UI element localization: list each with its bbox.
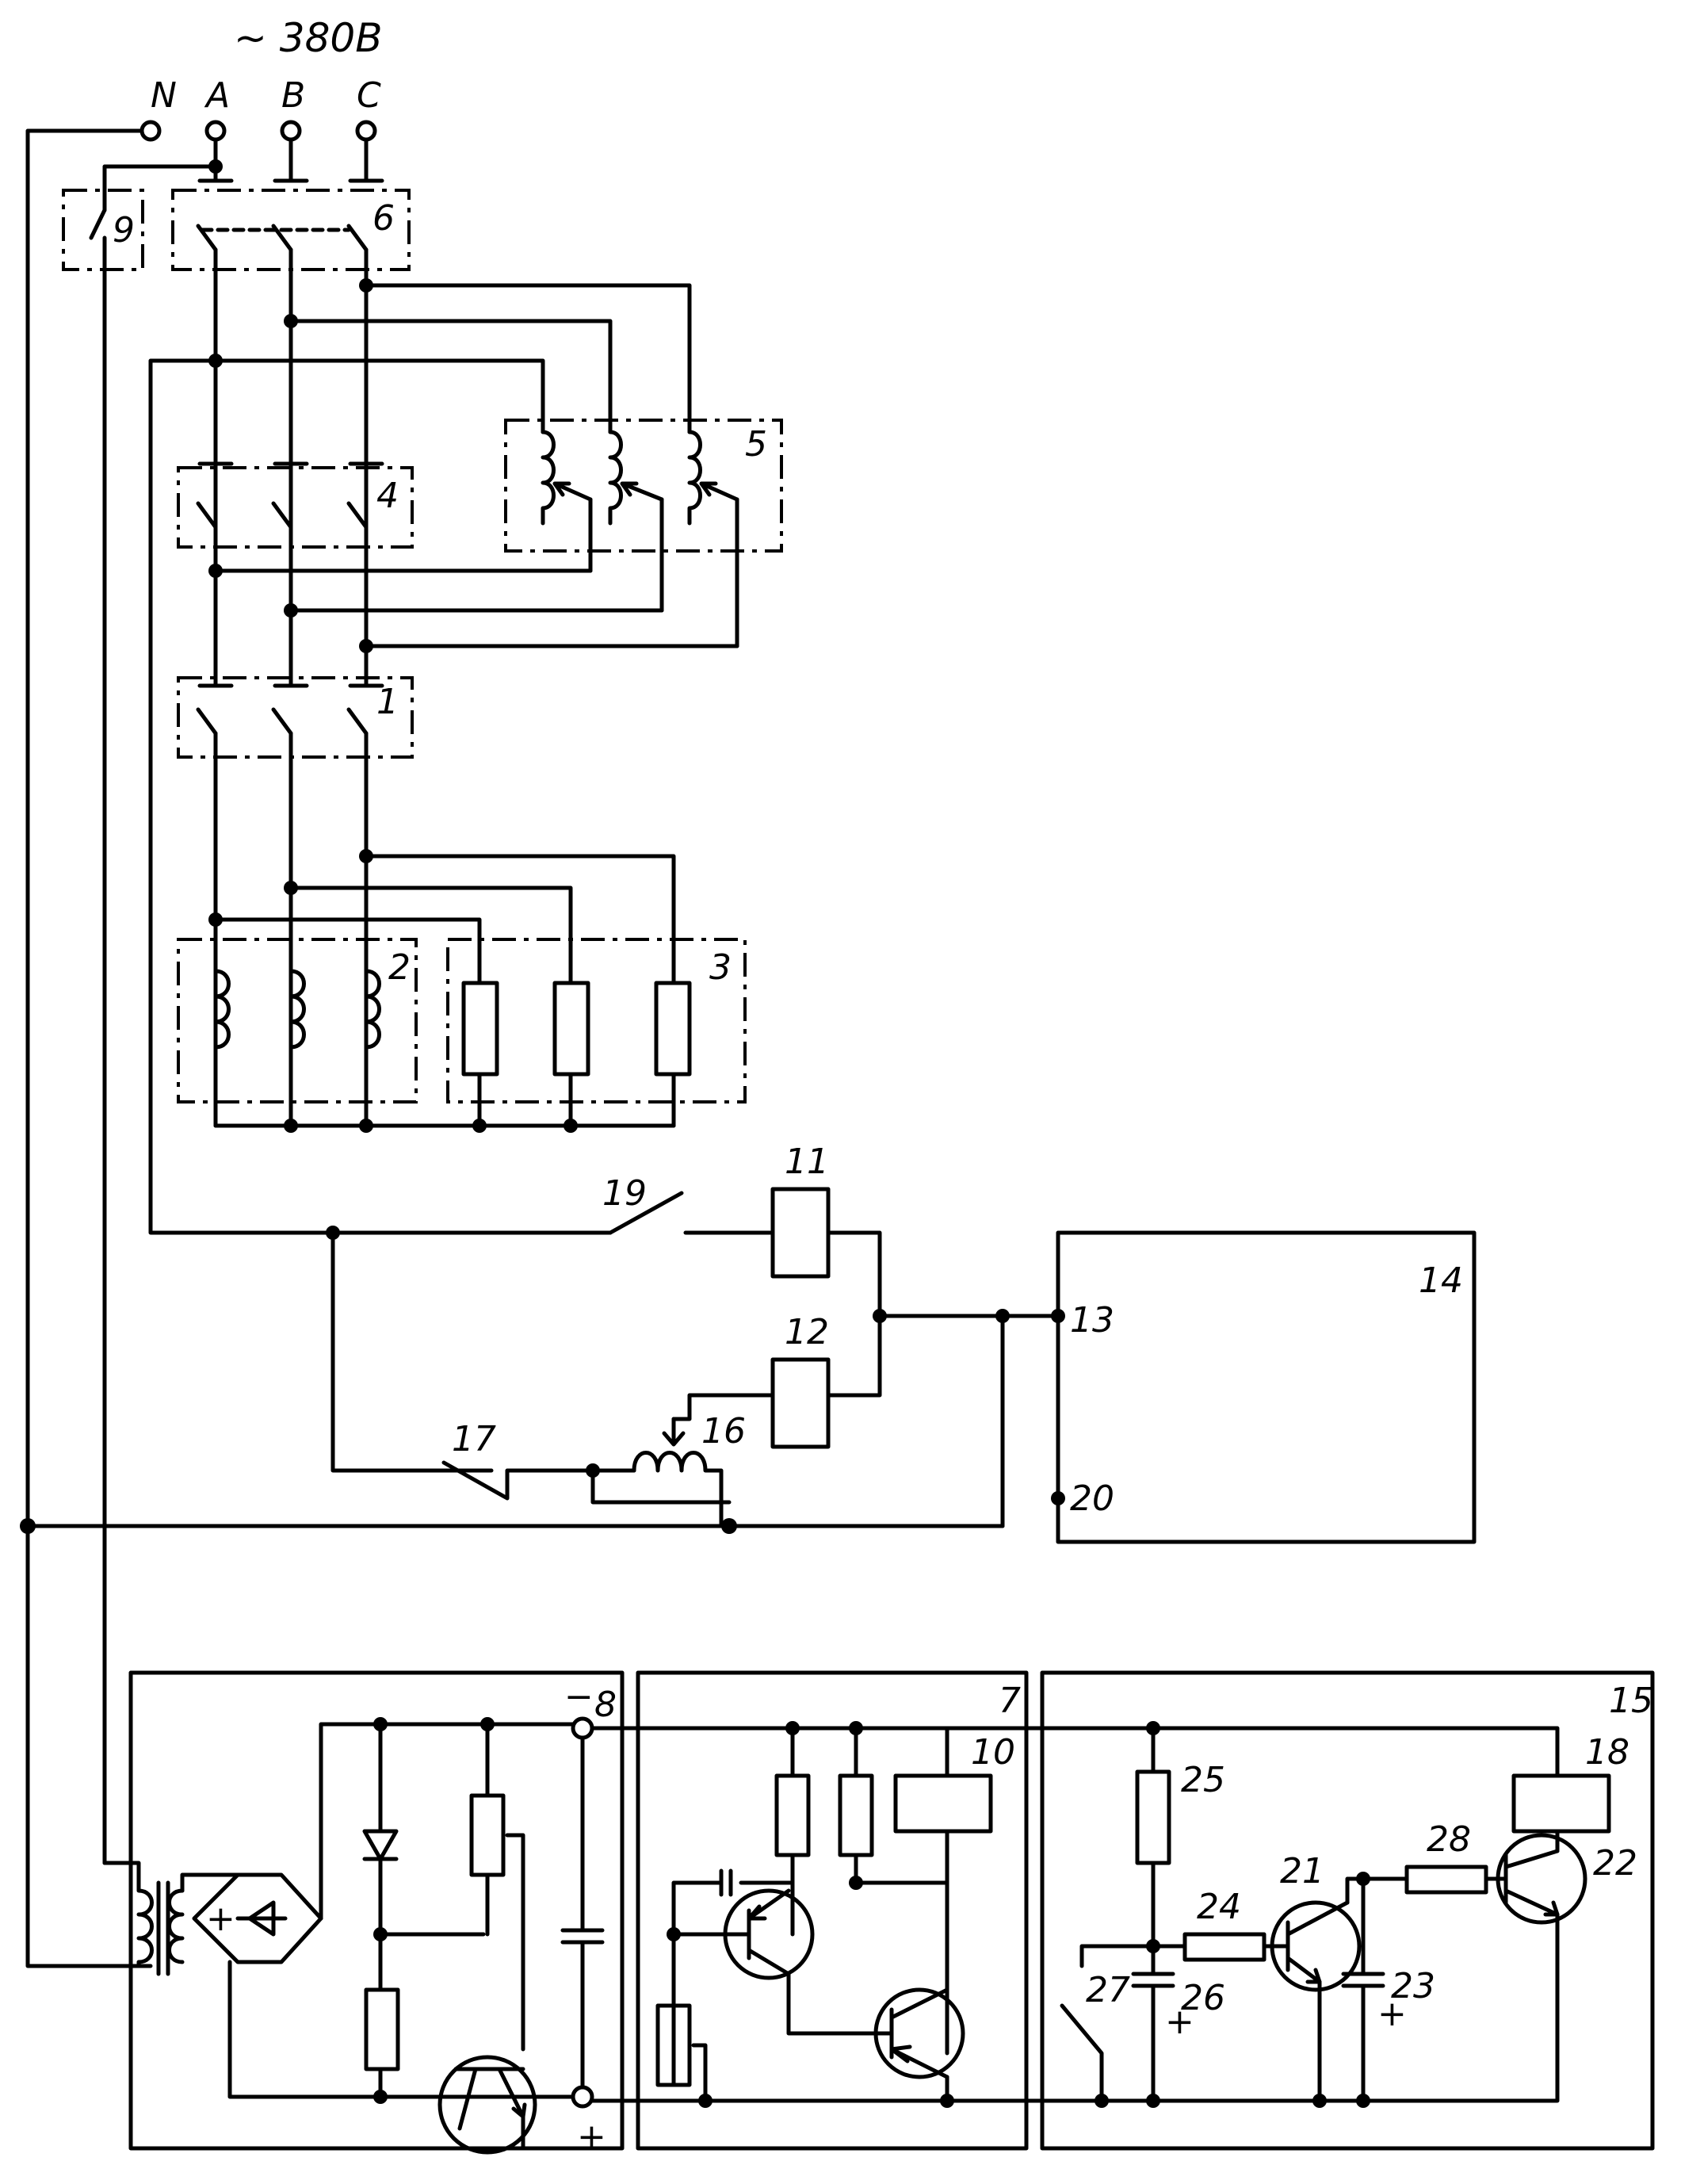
- terminal-b-label: B: [281, 75, 305, 116]
- label-24: 24: [1197, 1887, 1241, 1927]
- label-13: 13: [1070, 1300, 1114, 1341]
- label-15: 15: [1609, 1681, 1653, 1721]
- terminal-c-label: C: [357, 75, 381, 116]
- label-7: 7: [999, 1681, 1021, 1721]
- label-10: 10: [971, 1732, 1015, 1773]
- label-21: 21: [1280, 1851, 1324, 1891]
- relay-10: [896, 1776, 991, 1831]
- label-14: 14: [1419, 1260, 1463, 1301]
- label-19: 19: [602, 1173, 647, 1214]
- control-circuit: 19 11 12 17 16: [326, 1142, 1065, 1534]
- label-28: 28: [1427, 1819, 1471, 1860]
- terminal-c[interactable]: [357, 122, 375, 140]
- supply-voltage-label: ~ 380В: [234, 15, 383, 61]
- terminal-n[interactable]: [142, 122, 159, 140]
- switch-4: 4: [178, 464, 412, 547]
- block-14: 14 13 20: [1051, 1233, 1474, 1542]
- label-12: 12: [785, 1312, 829, 1352]
- label-8: 8: [594, 1685, 617, 1725]
- label-20: 20: [1070, 1478, 1114, 1519]
- label-2: 2: [388, 947, 411, 988]
- label-5: 5: [745, 424, 767, 465]
- label-22: 22: [1593, 1843, 1637, 1884]
- plus-sign-rectifier: +: [206, 1899, 235, 1939]
- label-11: 11: [785, 1142, 829, 1182]
- power-supply-block: + − 8 +: [105, 1673, 622, 2157]
- plus-sign-26: +: [1165, 2002, 1194, 2042]
- supply-wiring: [28, 131, 1003, 1966]
- load-feeds: [208, 733, 674, 1126]
- minus-sign-8: −: [564, 1677, 594, 1717]
- terminal-a[interactable]: [207, 122, 224, 140]
- block-7: 7 10: [592, 1673, 1034, 2148]
- relay-18: [1514, 1776, 1609, 1831]
- plus-sign-23: +: [1377, 1994, 1407, 2034]
- plus-sign-8: +: [577, 2117, 606, 2157]
- resistor-bank-3: 3: [448, 939, 745, 1126]
- terminal-b[interactable]: [282, 122, 300, 140]
- label-3: 3: [709, 947, 732, 988]
- terminal-a-label: A: [204, 75, 230, 116]
- label-27: 27: [1086, 1970, 1130, 2010]
- label-6: 6: [372, 198, 395, 239]
- label-18: 18: [1585, 1732, 1629, 1773]
- label-17: 17: [452, 1419, 496, 1459]
- switch-1: 1: [178, 678, 412, 757]
- relay-12: [773, 1360, 828, 1447]
- star-point: [216, 1119, 674, 1133]
- label-1: 1: [376, 682, 399, 722]
- main-bus: [151, 250, 690, 1233]
- label-16: 16: [701, 1411, 746, 1452]
- label-9: 9: [113, 210, 135, 251]
- supply-terminals: [20, 122, 375, 1534]
- block-15: 15 18 25 26 + 27 24 21 23 + 28: [947, 1673, 1653, 2148]
- label-4: 4: [376, 476, 399, 516]
- terminal-n-label: N: [151, 75, 177, 116]
- label-25: 25: [1181, 1760, 1225, 1800]
- relay-11: [773, 1189, 828, 1276]
- regulator-5-returns: [208, 564, 737, 653]
